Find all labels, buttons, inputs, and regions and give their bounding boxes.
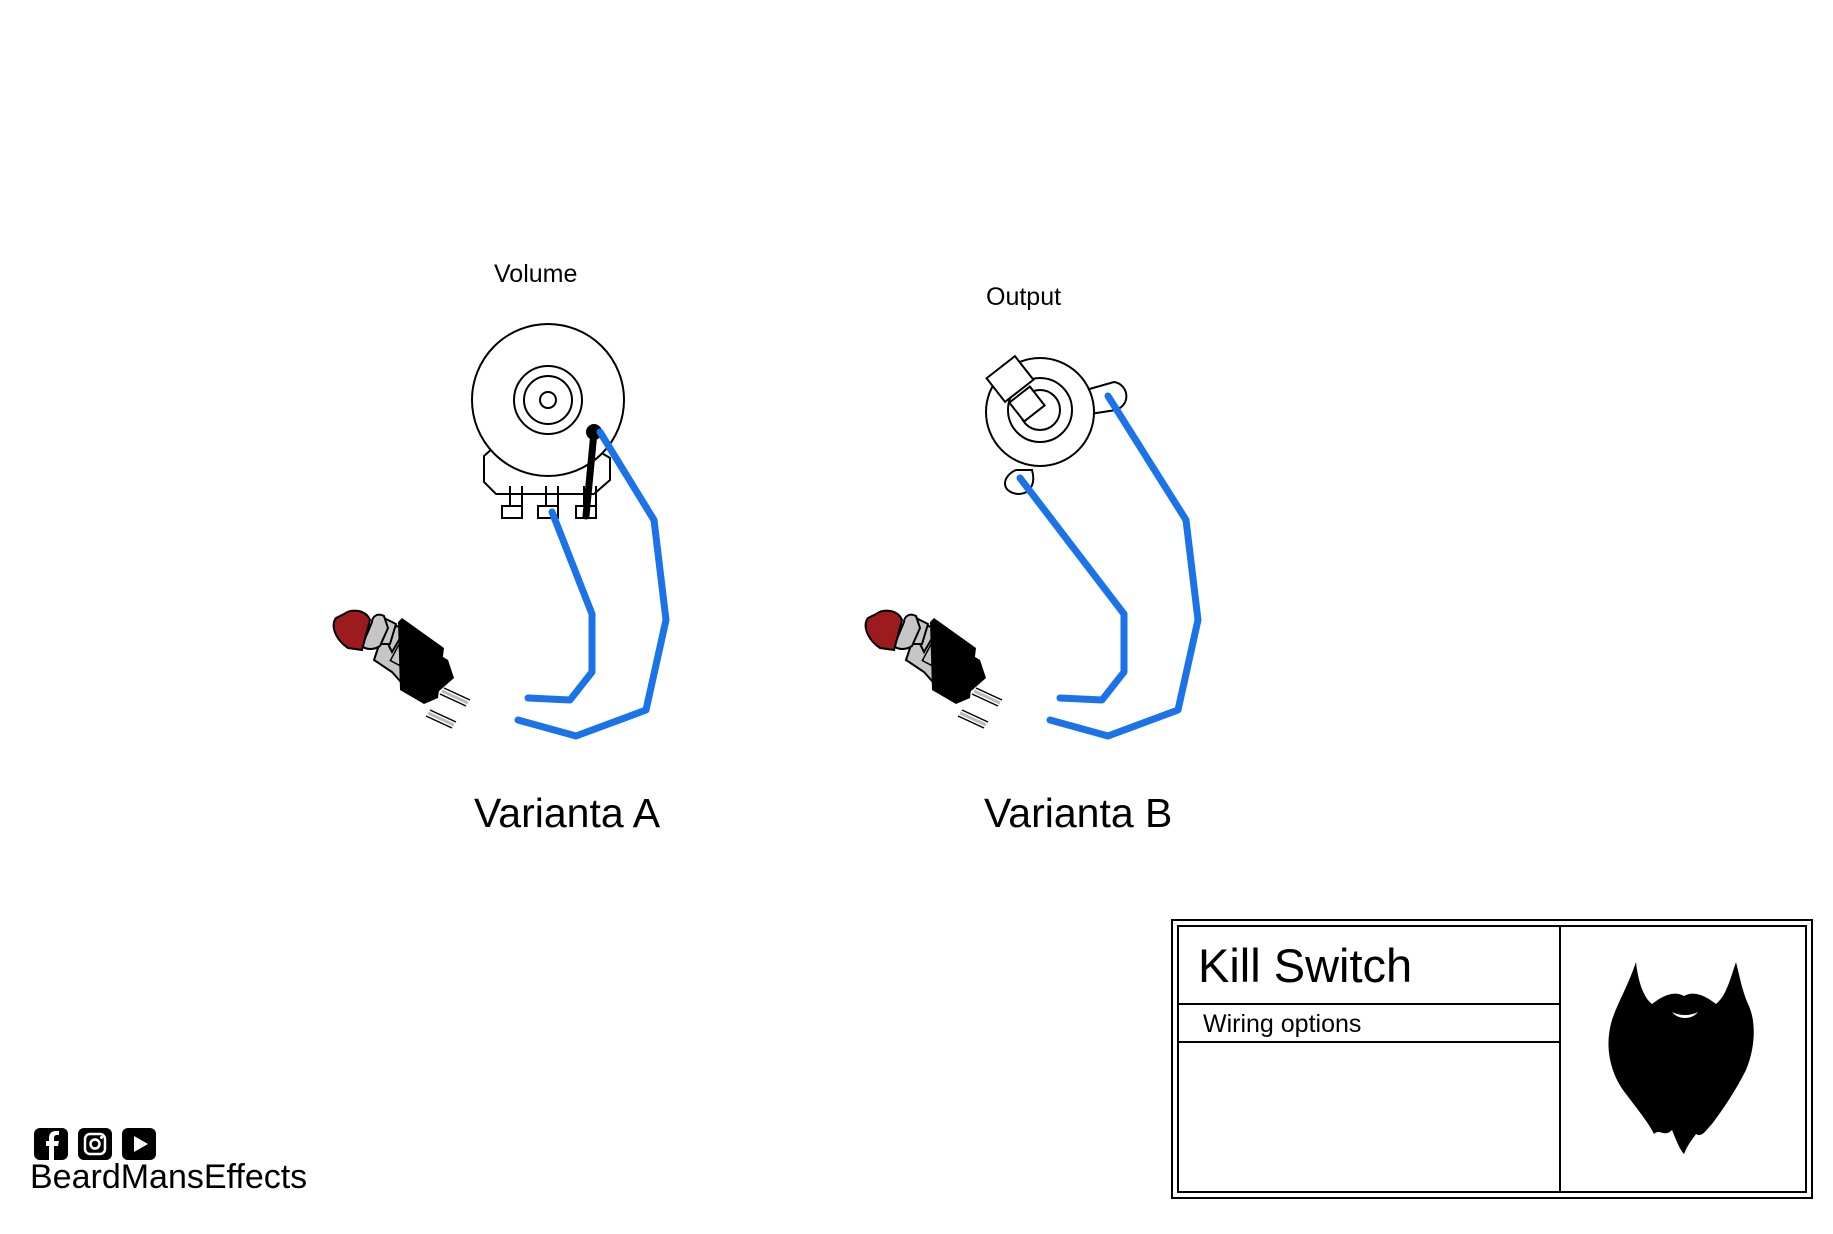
kill-switch-pushbutton-a bbox=[332, 609, 472, 730]
wire-b-2 bbox=[1046, 392, 1202, 740]
volume-potentiometer bbox=[471, 323, 625, 520]
wire-b-1 bbox=[1016, 474, 1128, 704]
brand-name: BeardMansEffects bbox=[30, 1158, 307, 1196]
volume-label: Volume bbox=[494, 260, 577, 288]
title-block-title: Kill Switch bbox=[1198, 939, 1412, 992]
instagram-icon[interactable] bbox=[78, 1128, 112, 1160]
output-jack bbox=[985, 354, 1128, 496]
variant-a-title: Varianta A bbox=[474, 790, 661, 836]
facebook-icon[interactable] bbox=[34, 1128, 68, 1160]
kill-switch-pushbutton-b bbox=[864, 609, 1004, 730]
output-label: Output bbox=[986, 283, 1061, 311]
wire-a-1 bbox=[524, 508, 596, 704]
variant-b-title: Varianta B bbox=[984, 790, 1172, 836]
beard-logo-icon bbox=[1608, 962, 1754, 1154]
title-block-subtitle: Wiring options bbox=[1203, 1010, 1361, 1038]
wire-a-2 bbox=[514, 428, 670, 740]
youtube-icon[interactable] bbox=[122, 1128, 156, 1160]
